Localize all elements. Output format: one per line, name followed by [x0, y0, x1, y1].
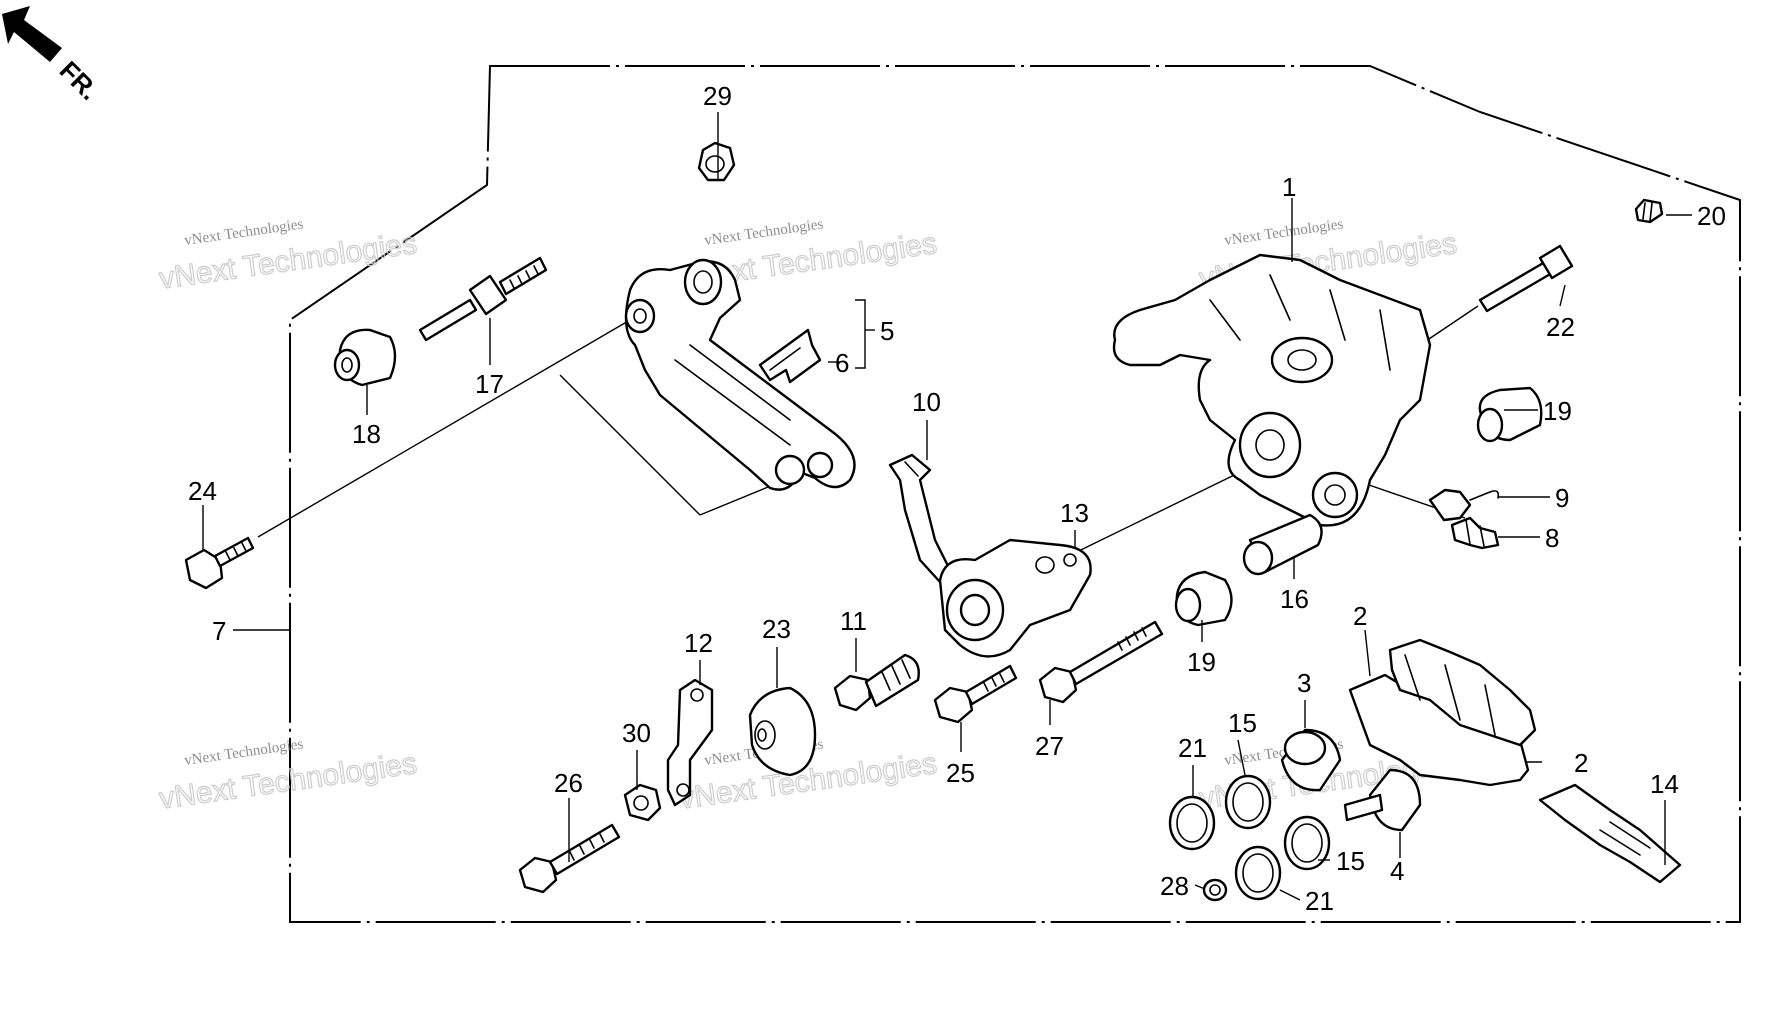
part-12-link-plate	[666, 678, 714, 807]
callout-7: 7	[212, 616, 226, 646]
callout-23: 23	[762, 614, 791, 644]
part-11-adjuster-spring	[833, 653, 920, 712]
callout-21: 21	[1178, 733, 1207, 763]
callout-6: 6	[835, 348, 849, 378]
part-4-piston	[1343, 768, 1422, 832]
callout-labels: 1 2 2 3 4 5 6 7 8 9 10 11 12 13 14 15 15…	[188, 81, 1726, 916]
callout-26: 26	[554, 768, 583, 798]
callout-15: 15	[1228, 708, 1257, 738]
part-10-lever-arm	[888, 453, 952, 584]
part-9-bleed-cap	[1428, 488, 1500, 522]
part-19-bushing-upper	[1476, 386, 1543, 443]
part-17-pin-bolt	[418, 256, 548, 342]
callout-20: 20	[1697, 201, 1726, 231]
callout-28: 28	[1160, 871, 1189, 901]
part-13-lever-body	[938, 538, 1092, 658]
part-21-seal-lower	[1234, 845, 1282, 901]
callout-24: 24	[188, 476, 217, 506]
callout-11: 11	[840, 606, 867, 636]
callout-22: 22	[1546, 312, 1575, 342]
part-21-seal-upper	[1168, 795, 1216, 851]
part-23-boot	[748, 686, 817, 777]
leader-lines	[202, 112, 1692, 901]
watermark-4: vNext Technologies vNext Technologies	[157, 736, 420, 816]
callout-21: 21	[1305, 886, 1334, 916]
callout-30: 30	[622, 718, 651, 748]
callout-18: 18	[352, 419, 381, 449]
part-28-o-ring	[1202, 878, 1228, 902]
front-label: FR.	[54, 55, 105, 106]
callout-17: 17	[475, 369, 504, 399]
callout-13: 13	[1060, 498, 1089, 528]
callout-2: 2	[1353, 601, 1367, 631]
part-24-bolt	[184, 536, 255, 590]
part-22-slide-pin	[1478, 244, 1574, 313]
callout-10: 10	[912, 387, 941, 417]
part-6-retainer-clip	[758, 328, 822, 384]
callout-8: 8	[1545, 523, 1559, 553]
part-1-caliper-body	[1112, 253, 1432, 527]
callout-16: 16	[1280, 584, 1309, 614]
callout-2: 2	[1574, 748, 1588, 778]
callout-19: 19	[1543, 396, 1572, 426]
callout-27: 27	[1035, 731, 1064, 761]
callout-9: 9	[1555, 483, 1569, 513]
part-30-nut	[623, 783, 662, 822]
part-18-bushing	[333, 328, 397, 387]
callout-12: 12	[684, 628, 713, 658]
part-16-sleeve	[1242, 513, 1323, 576]
callout-29: 29	[703, 81, 732, 111]
front-direction-indicator: FR.	[2, 6, 105, 106]
part-8-bleeder-valve	[1450, 516, 1500, 550]
assembly-frame	[289, 65, 1741, 923]
part-5-caliper-bracket	[624, 258, 856, 491]
part-26-bolt	[518, 823, 621, 894]
callout-3: 3	[1297, 668, 1311, 698]
callout-5: 5	[880, 316, 894, 346]
part-14-anti-rattle-spring	[1538, 783, 1682, 884]
part-2-brake-pads	[1348, 638, 1537, 787]
front-arrow-icon	[2, 6, 62, 62]
watermark-1: vNext Technologies vNext Technologies	[157, 216, 420, 296]
callout-25: 25	[946, 758, 975, 788]
callout-15: 15	[1336, 846, 1365, 876]
part-19-bushing-lower	[1174, 570, 1233, 627]
part-3-piston	[1280, 728, 1342, 792]
callout-1: 1	[1282, 172, 1296, 202]
part-25-bolt	[933, 664, 1018, 724]
callout-14: 14	[1650, 769, 1679, 799]
part-27-long-bolt	[1038, 620, 1164, 704]
part-15-seal-lower	[1283, 815, 1331, 871]
callout-19: 19	[1187, 647, 1216, 677]
part-15-seal-upper	[1224, 774, 1272, 830]
part-20-cap	[1634, 198, 1664, 224]
part-29-nut	[697, 141, 736, 182]
callout-4: 4	[1390, 856, 1404, 886]
